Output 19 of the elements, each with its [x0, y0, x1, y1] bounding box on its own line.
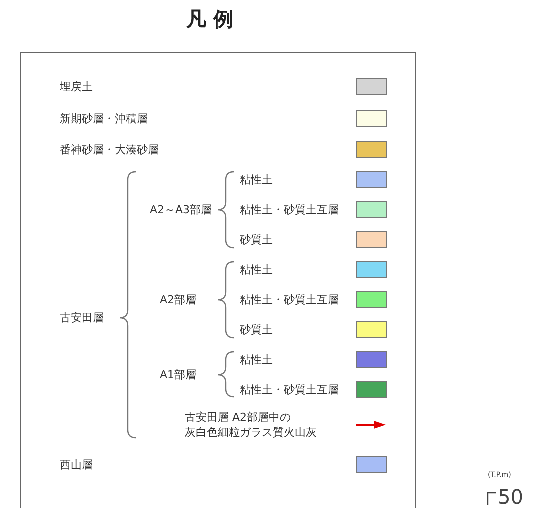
- legend-text: 粘性土・砂質土互層: [240, 292, 339, 308]
- legend-text: 粘性土・砂質土互層: [240, 382, 339, 398]
- legend-text: 番神砂層・大湊砂層: [60, 142, 159, 158]
- legend-text: 粘性土: [240, 352, 273, 368]
- legend-text: 粘性土: [240, 172, 273, 188]
- legend-text: 古安田層 A2部層中の灰白色細粒ガラス質火山灰: [185, 410, 317, 440]
- axis-label: 50: [498, 487, 524, 507]
- group-label: A1部層: [160, 368, 197, 382]
- legend-text: 砂質土: [240, 322, 273, 338]
- legend-text: 粘性土: [240, 262, 273, 278]
- legend-text: 西山層: [60, 458, 93, 472]
- group-label: A2～A3部層: [150, 202, 212, 218]
- group-label: A2部層: [160, 292, 197, 308]
- legend-title: 凡 例: [185, 6, 234, 33]
- group-label: 古安田層: [60, 310, 104, 326]
- legend-text: 新期砂層・沖積層: [60, 112, 148, 126]
- legend-text: 埋戻土: [60, 80, 93, 94]
- legend-text: 砂質土: [240, 232, 273, 248]
- legend-text: 粘性土・砂質土互層: [240, 202, 339, 218]
